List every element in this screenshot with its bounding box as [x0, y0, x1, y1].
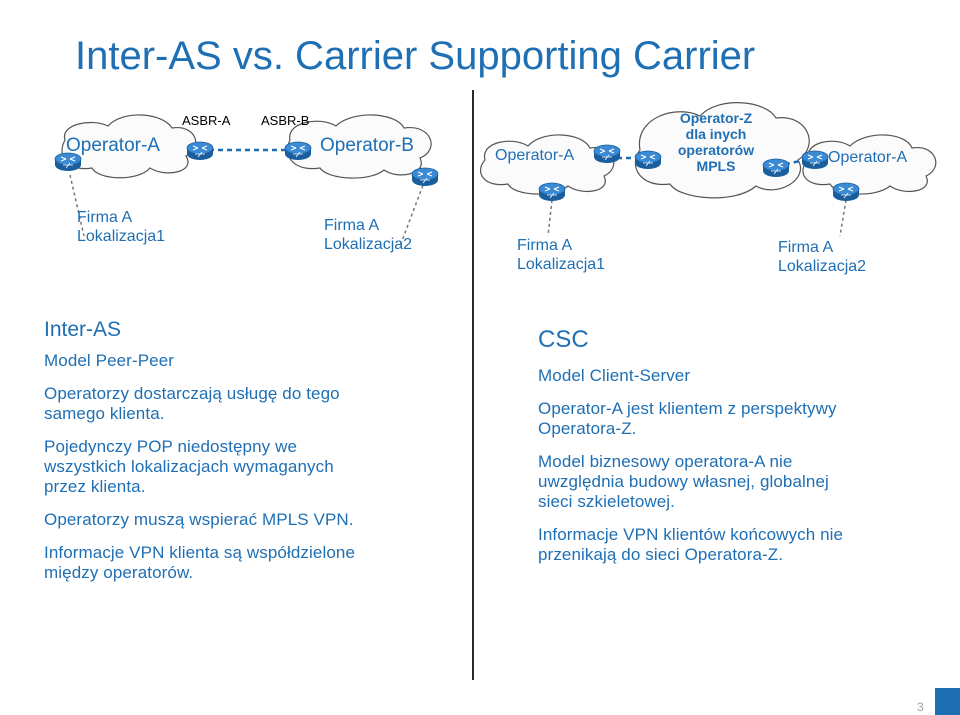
panel-paragraph: Informacje VPN klienta są współdzielone …	[44, 543, 355, 582]
inter-as-panel: Inter-AS Model Peer-Peer Operatorzy dost…	[44, 318, 454, 583]
panel-paragraph: Operator-A jest klientem z perspektywy O…	[538, 399, 837, 438]
panel-heading-csc: CSC	[538, 326, 589, 353]
site-label-right-2: Firma A Lokalizacja2	[778, 239, 867, 275]
panel-paragraph: Model Client-Server	[538, 366, 691, 385]
cloud-label-operator-b: Operator-B	[320, 135, 414, 156]
panel-paragraph: Operatorzy muszą wspierać MPLS VPN.	[44, 510, 354, 529]
panel-heading-inter-as: Inter-AS	[44, 318, 122, 341]
cloud-label-operator-a-right: Operator-A	[828, 149, 908, 166]
cloud-operator-a-left	[61, 114, 197, 179]
cloud-operator-b-left	[286, 114, 432, 179]
cloud-label-operator-a-mid: Operator-A	[495, 147, 575, 164]
site-label-right-1: Firma A Lokalizacja1	[517, 237, 606, 273]
csc-panel: CSC Model Client-Server Operator-A jest …	[538, 326, 948, 565]
slide-title: Inter-AS vs. Carrier Supporting Carrier	[75, 34, 756, 78]
panel-paragraph: Informacje VPN klientów końcowych nie pr…	[538, 525, 844, 564]
cloud-operator-a-mid	[479, 134, 615, 195]
page-number: 3	[917, 700, 924, 714]
panel-paragraph: Pojedynczy POP niedostępny we wszystkich…	[44, 437, 334, 496]
right-network	[479, 102, 937, 237]
cloud-label-operator-a: Operator-A	[66, 135, 160, 156]
network-diagrams	[54, 102, 937, 247]
site-label-left-2: Firma A Lokalizacja2	[324, 217, 413, 253]
vertical-divider	[472, 90, 474, 680]
cloud-label-operator-z: Operator-Z dla inych operatorów MPLS	[677, 110, 755, 174]
panel-paragraph: Model Peer-Peer	[44, 351, 175, 370]
asbr-b-label: ASBR-B	[261, 113, 310, 128]
left-network	[54, 114, 439, 247]
corner-accent	[935, 688, 960, 715]
asbr-a-label: ASBR-A	[182, 113, 231, 128]
panel-paragraph: Model biznesowy operatora-A nie uwzględn…	[538, 452, 829, 511]
cloud-operator-a-right	[802, 134, 937, 195]
site-label-left-1: Firma A Lokalizacja1	[77, 209, 166, 245]
panel-paragraph: Operatorzy dostarczają usługę do tego sa…	[44, 384, 340, 423]
